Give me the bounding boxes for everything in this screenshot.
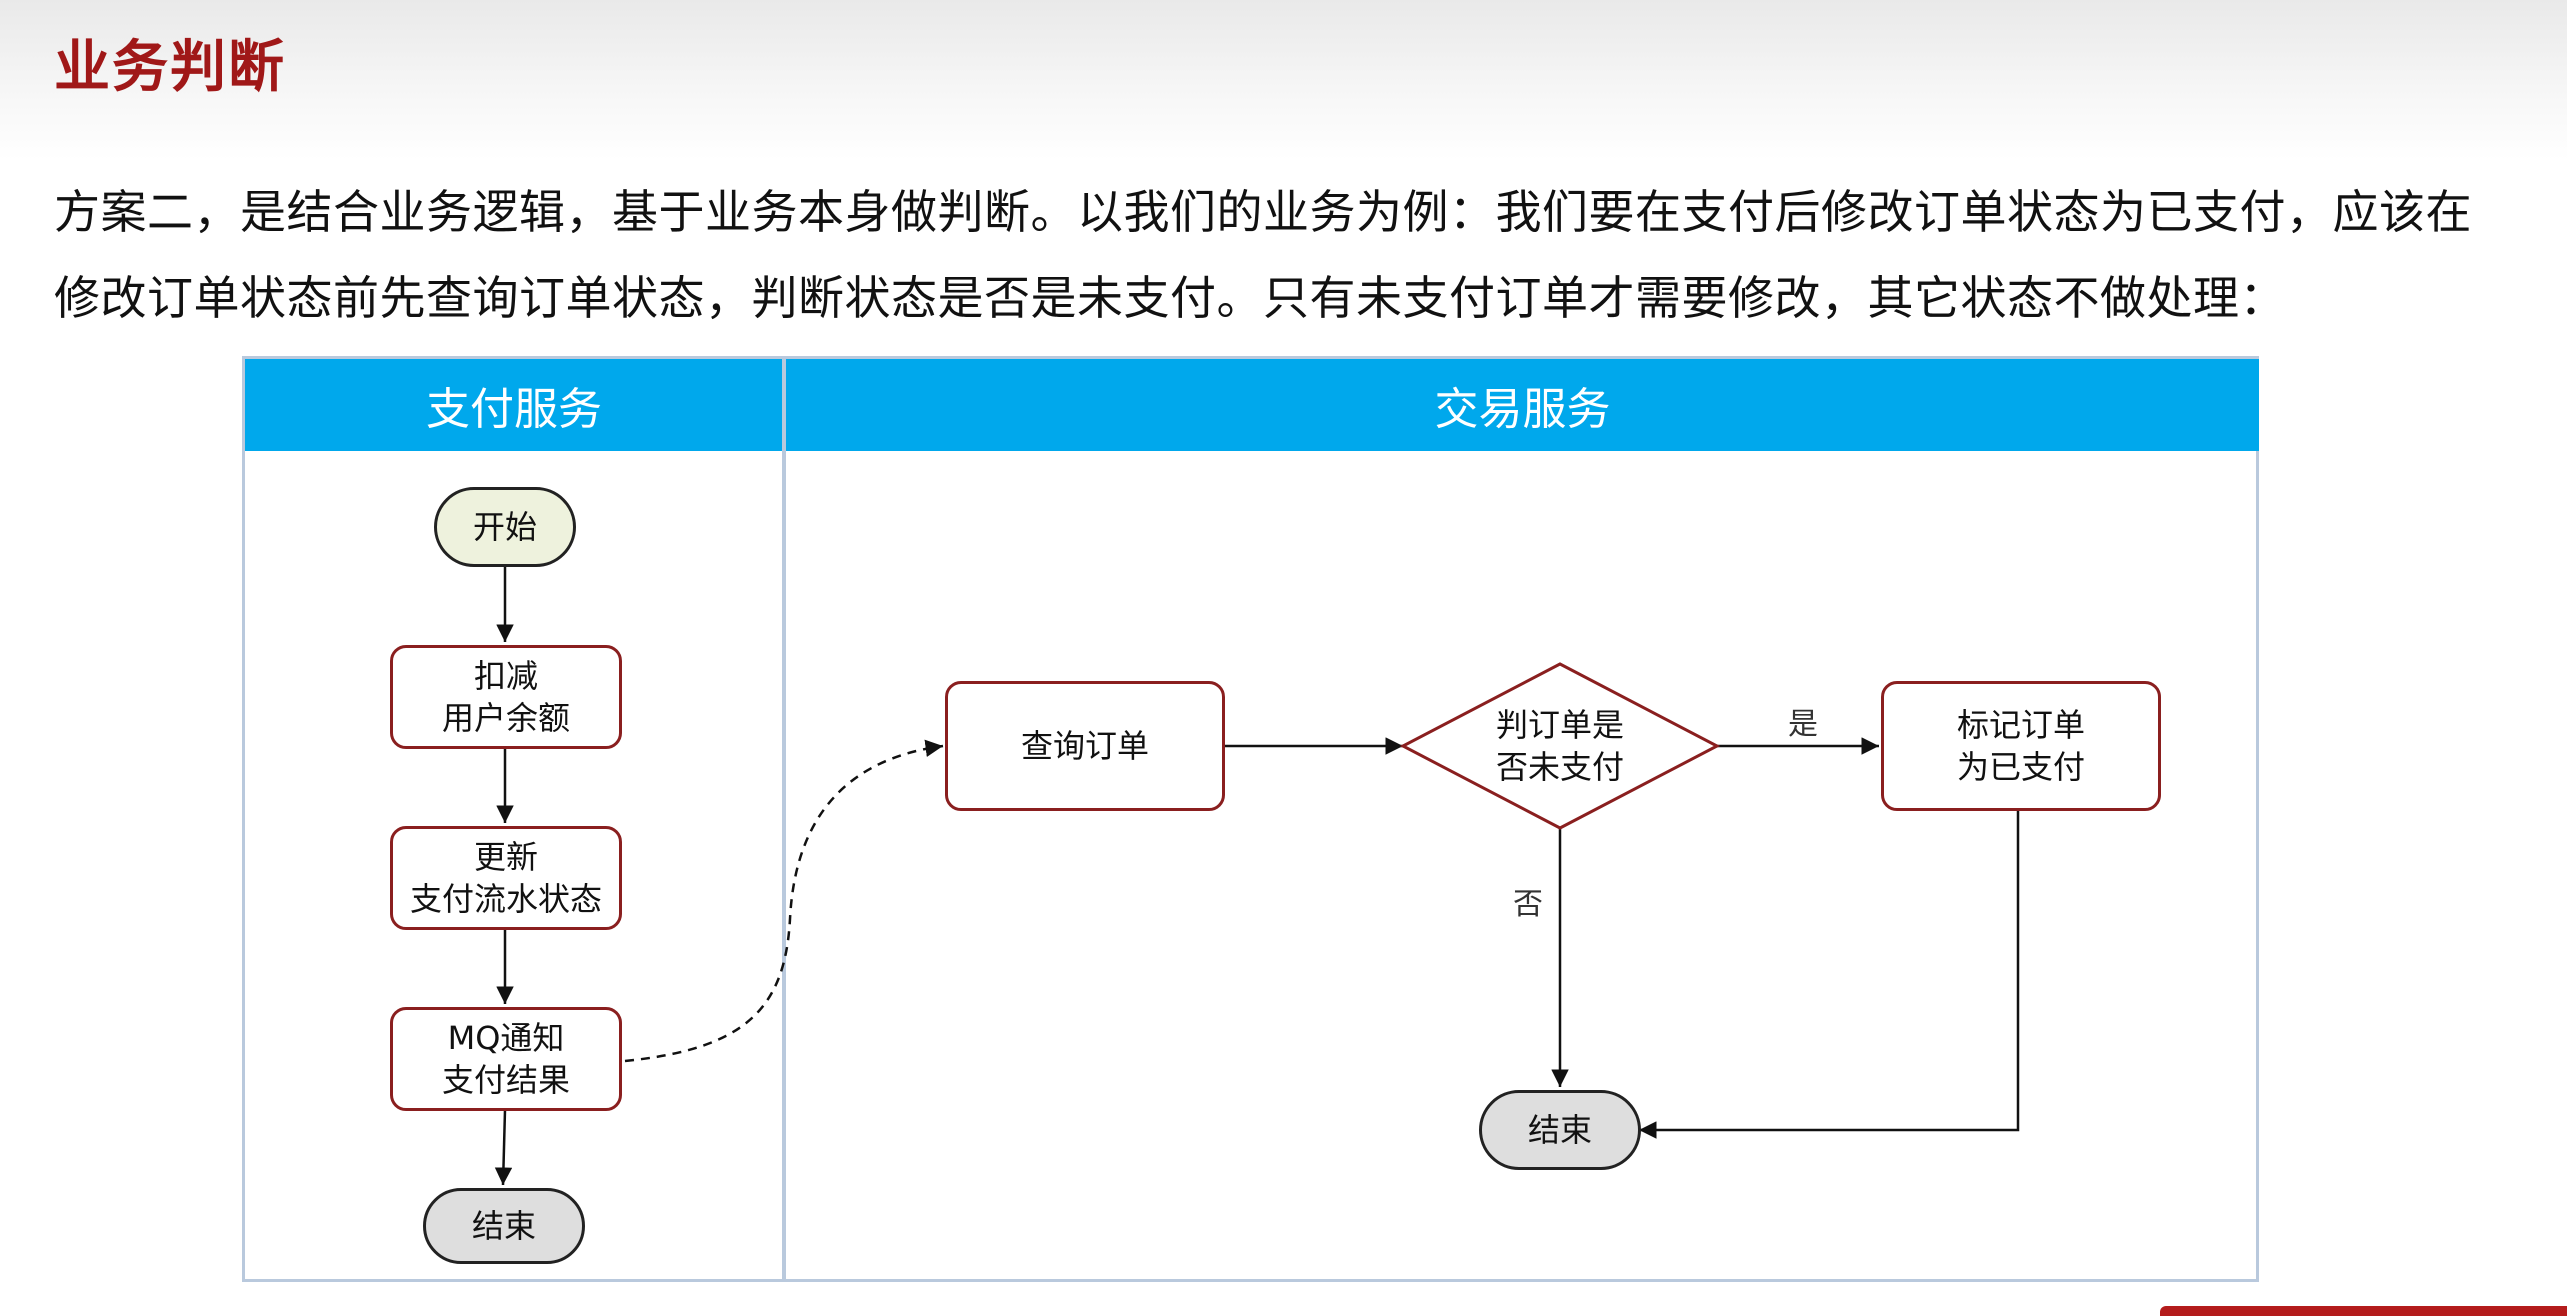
node-deduct-balance: 扣减 用户余额 xyxy=(390,645,622,749)
description-line-2: 修改订单状态前先查询订单状态，判断状态是否是未支付。只有未支付订单才需要修改，其… xyxy=(54,271,2286,325)
node-mark-paid: 标记订单 为已支付 xyxy=(1881,681,2161,811)
lane-header-trade-service: 交易服务 xyxy=(786,359,2259,451)
lane-divider xyxy=(782,359,786,1279)
page-title: 业务判断 xyxy=(54,35,286,100)
node-trade-end: 结束 xyxy=(1479,1090,1641,1170)
flow-connectors xyxy=(494,567,2020,1186)
node-update-payment-flow: 更新 支付流水状态 xyxy=(390,826,622,930)
edge-label-yes: 是 xyxy=(1788,707,1818,742)
footer-accent-bar xyxy=(2160,1306,2567,1316)
decision-diamond xyxy=(1399,662,1721,830)
node-pay-end: 结束 xyxy=(423,1188,585,1264)
node-query-order: 查询订单 xyxy=(945,681,1225,811)
header-band xyxy=(0,0,2567,160)
edge-mark-to-end xyxy=(1639,809,2020,1139)
edge-mq-to-end xyxy=(494,1109,513,1186)
node-start: 开始 xyxy=(434,487,576,567)
swimlane-diagram: 支付服务 交易服务 开始 xyxy=(242,356,2259,1282)
description-line-1: 方案二，是结合业务逻辑，基于业务本身做判断。以我们的业务为例：我们要在支付后修改… xyxy=(54,185,2472,239)
edge-mq-to-query-dashed xyxy=(624,739,944,1063)
node-mq-notify: MQ通知 支付结果 xyxy=(390,1007,622,1111)
node-decision-label: 判订单是 否未支付 xyxy=(1495,706,1624,786)
lane-header-payment-service: 支付服务 xyxy=(245,359,783,451)
edge-label-no: 否 xyxy=(1513,887,1543,922)
